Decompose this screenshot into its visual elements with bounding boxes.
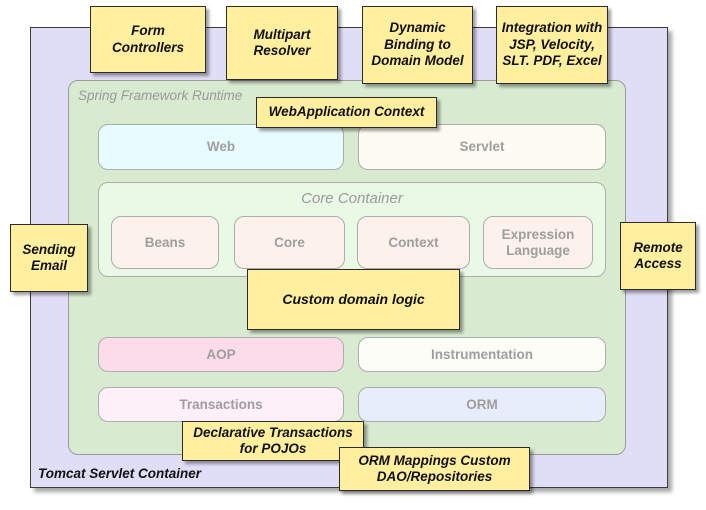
module-core: Core xyxy=(234,216,345,269)
note-integration-with-jsp-velocity-slt-pdf-excel: Integration with JSP, Velocity, SLT. PDF… xyxy=(496,6,608,84)
module-context: Context xyxy=(357,216,470,269)
note-declarative-transactions-for-pojos: Declarative Transactions for POJOs xyxy=(182,421,364,461)
note-sending-email: Sending Email xyxy=(10,224,88,292)
tomcat-servlet-container-label: Tomcat Servlet Container xyxy=(38,466,202,481)
note-orm-mappings-custom-dao-repositories: ORM Mappings Custom DAO/Repositories xyxy=(339,447,530,491)
core-container-label: Core Container xyxy=(301,190,403,207)
note-remote-access: Remote Access xyxy=(620,222,696,290)
note-webapplication-context: WebApplication Context xyxy=(256,97,437,128)
module-aop: AOP xyxy=(98,337,344,372)
module-expression-language: Expression Language xyxy=(483,216,593,269)
module-transactions: Transactions xyxy=(98,387,344,422)
note-form-controllers: Form Controllers xyxy=(90,6,206,73)
module-servlet: Servlet xyxy=(358,124,606,170)
module-orm: ORM xyxy=(358,387,606,422)
module-instrumentation: Instrumentation xyxy=(358,337,606,372)
spring-framework-runtime-label: Spring Framework Runtime xyxy=(78,88,243,103)
note-dynamic-binding-to-domain-model: Dynamic Binding to Domain Model xyxy=(362,6,473,84)
note-custom-domain-logic: Custom domain logic xyxy=(247,269,460,330)
note-multipart-resolver: Multipart Resolver xyxy=(226,6,338,80)
module-beans: Beans xyxy=(111,216,219,269)
module-web: Web xyxy=(98,124,344,170)
